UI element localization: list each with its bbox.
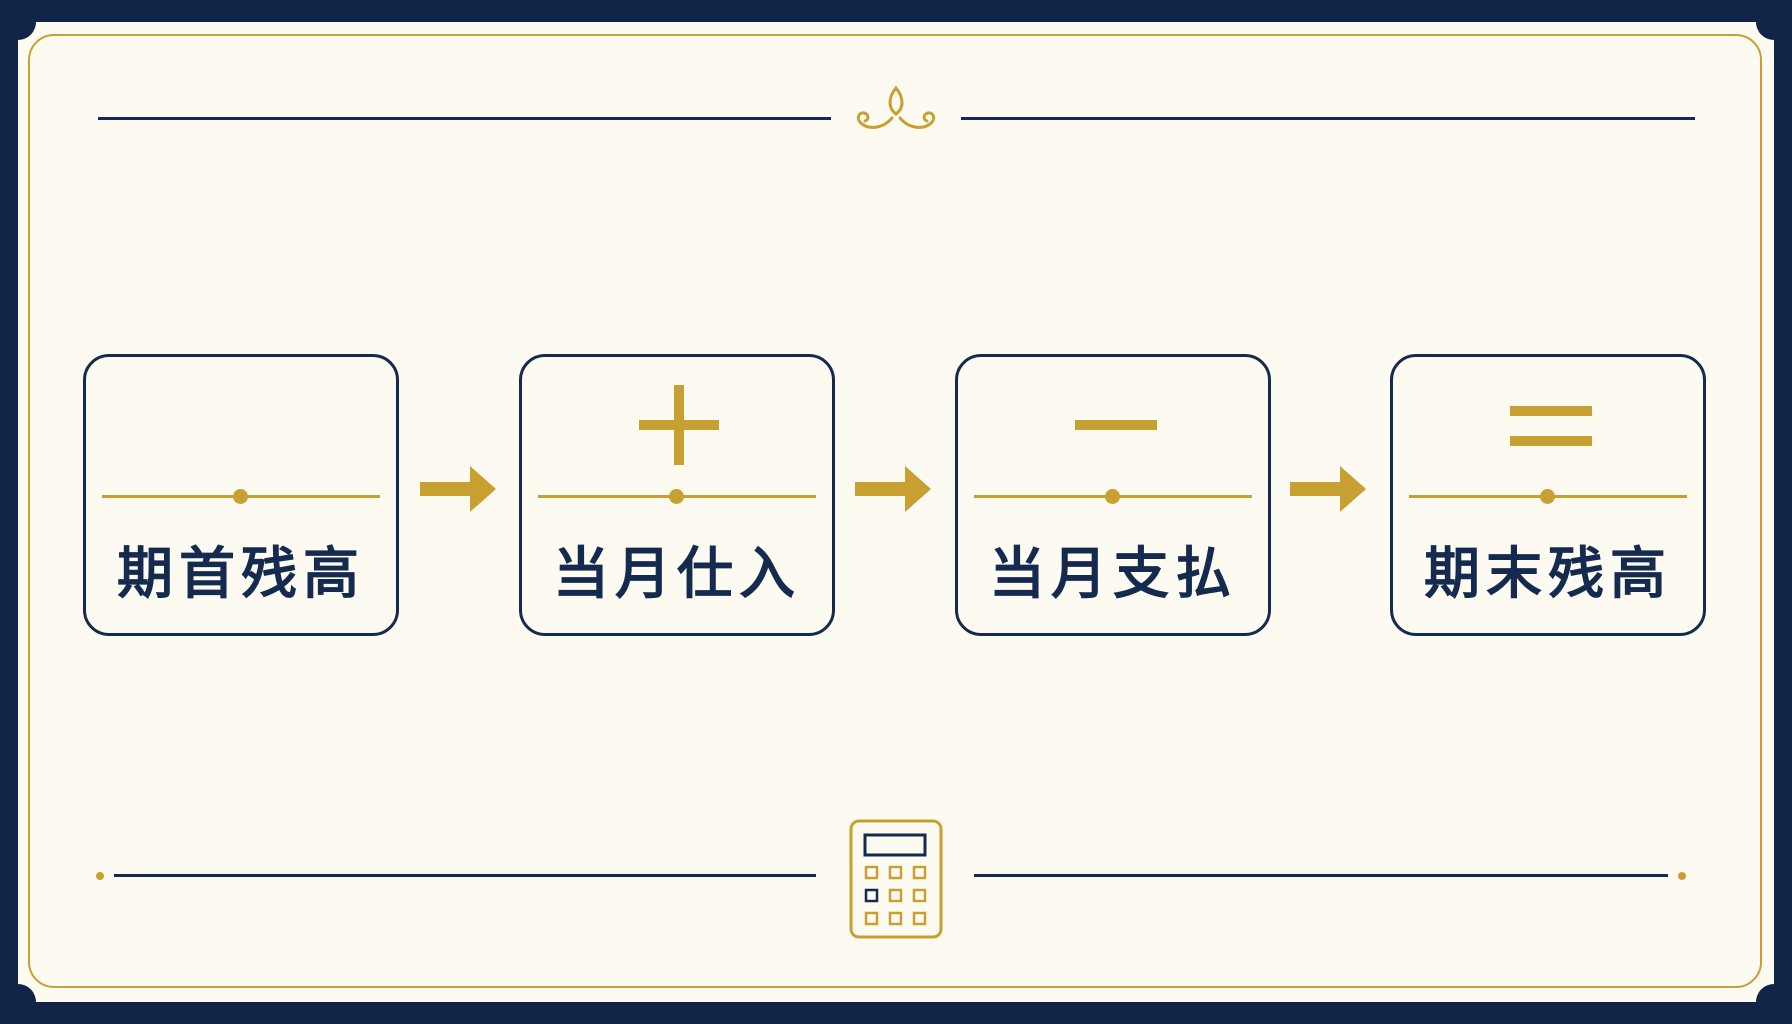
box-divider [1409, 489, 1687, 504]
gold-inner-border [28, 34, 1762, 988]
step-label: 期首残高 [117, 542, 365, 607]
step-box-payments: 当月支払 [955, 354, 1271, 636]
step-label: 当月仕入 [553, 542, 801, 607]
top-rule-left [98, 117, 831, 120]
fleur-ornament-icon [856, 85, 936, 129]
calculator-icon [849, 819, 943, 939]
box-divider [102, 489, 380, 504]
bottom-rule-left [114, 874, 816, 877]
box-divider [538, 489, 816, 504]
arrow-right-icon [1290, 466, 1366, 512]
corner-notch-br [1756, 984, 1792, 1020]
step-box-closing-balance: 期末残高 [1390, 354, 1706, 636]
plus-icon [639, 385, 719, 465]
minus-icon [1075, 420, 1157, 430]
box-divider [974, 489, 1252, 504]
corner-notch-bl [0, 984, 36, 1020]
step-box-opening-balance: 期首残高 [83, 354, 399, 636]
arrow-right-icon [420, 466, 496, 512]
step-label: 当月支払 [989, 542, 1237, 607]
equals-icon [1510, 406, 1592, 446]
bottom-rule-dot-left [96, 872, 104, 880]
step-box-purchases: 当月仕入 [519, 354, 835, 636]
bottom-rule-right [974, 874, 1668, 877]
bottom-rule-dot-right [1678, 872, 1686, 880]
top-rule-right [961, 117, 1695, 120]
step-label: 期末残高 [1424, 542, 1672, 607]
corner-notch-tr [1756, 4, 1792, 40]
corner-notch-tl [0, 4, 36, 40]
arrow-right-icon [855, 466, 931, 512]
